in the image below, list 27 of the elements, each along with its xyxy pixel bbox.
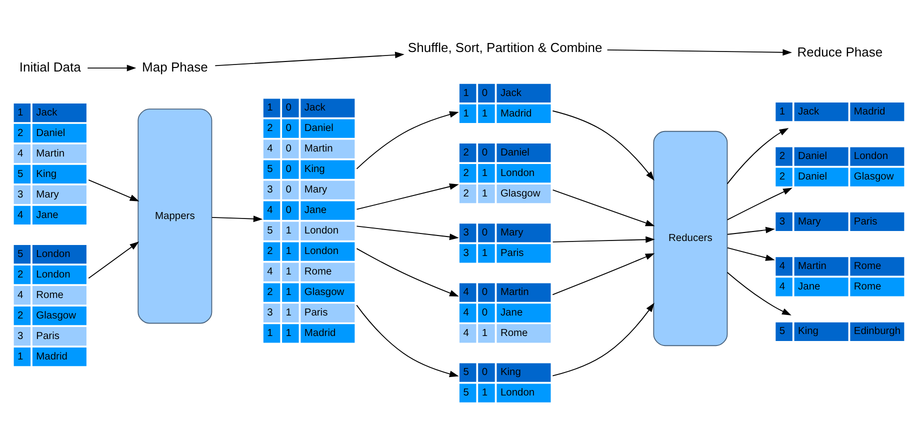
arrow: [726, 128, 789, 184]
arrow: [727, 247, 775, 261]
arrow: [356, 248, 459, 297]
arrow: [552, 236, 655, 243]
arrow: [87, 64, 136, 72]
arrow: [88, 179, 140, 202]
arrow: [88, 242, 140, 279]
arrow: [356, 111, 459, 170]
arrow: [356, 183, 459, 210]
node-box: Mappers: [138, 108, 212, 324]
arrow: [552, 253, 655, 296]
arrow: [726, 272, 792, 316]
arrow: [552, 110, 654, 181]
arrow: [212, 216, 263, 222]
arrow: [552, 189, 655, 226]
node-text: Reduce Phase: [797, 44, 883, 60]
node-text: Initial Data: [19, 59, 81, 74]
arrow: [552, 302, 654, 376]
arrow: [606, 49, 792, 56]
arrow: [727, 226, 775, 235]
arrow: [356, 304, 459, 378]
arrow: [214, 52, 404, 66]
arrow: [356, 226, 459, 240]
node-text: Shuffle, Sort, Partition & Combine: [408, 40, 602, 55]
node-text: Map Phase: [142, 59, 208, 74]
node-box: Reducers: [653, 130, 728, 346]
arrow: [726, 188, 792, 220]
